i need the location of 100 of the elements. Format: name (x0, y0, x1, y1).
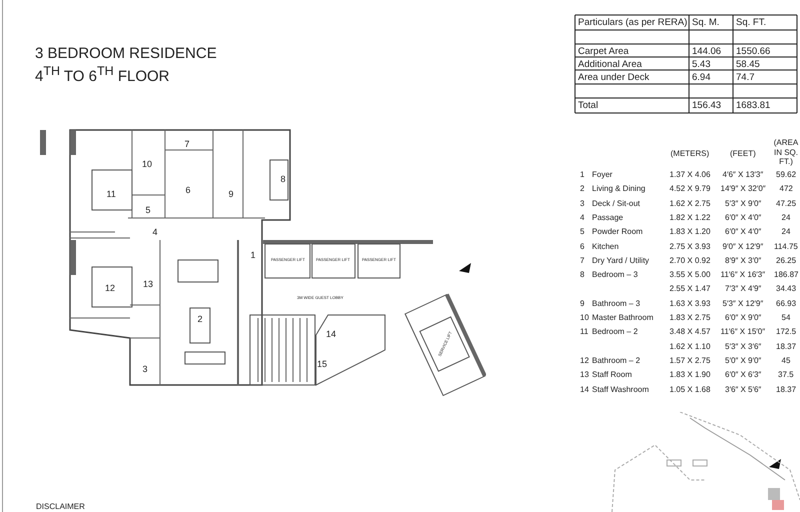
area-value: 5.43 (692, 60, 710, 70)
room-name: Bathroom – 3 (592, 300, 640, 308)
room-number: 2 (198, 315, 203, 324)
area-value: 18.37 (776, 342, 796, 351)
dimension-value: 5′3″ X 9′0″ (725, 200, 762, 208)
room-name: Foyer (592, 171, 612, 179)
dimension-value: 3.55 X 5.00 (670, 271, 710, 280)
room-number: 9 (580, 300, 584, 308)
area-value: 186.87 (774, 271, 798, 280)
area-value: 172.5 (776, 328, 796, 336)
table-header: (METERS) (670, 150, 710, 158)
title: 3 BEDROOM RESIDENCE (35, 46, 217, 61)
room-name: Bedroom – 2 (592, 328, 638, 336)
dimension-value: 2.55 X 1.47 (670, 285, 710, 294)
room-name: Deck / Sit-out (592, 200, 640, 208)
area-value: 1683.81 (736, 101, 770, 110)
area-value: 54 (782, 314, 790, 322)
table-header: Sq. FT. (736, 18, 766, 28)
room-name: Master Bathroom (592, 314, 654, 322)
room-number: 15 (317, 360, 328, 369)
room-name: Kitchen (592, 242, 619, 250)
dimension-value: 1.83 X 1.20 (670, 228, 710, 236)
room-number: 13 (143, 280, 154, 289)
dimension-value: 4′6″ X 13′3″ (722, 171, 764, 179)
room-number: 13 (580, 371, 589, 380)
area-value: 1550.66 (736, 47, 770, 56)
room-number: 5 (580, 228, 584, 236)
area-value: 37.5 (778, 371, 794, 380)
area-value: 156.43 (692, 101, 722, 110)
room-number: 1 (250, 251, 256, 260)
room-number: 10 (142, 160, 152, 169)
room-name: Staff Washroom (592, 386, 649, 394)
table-header: (AREA IN SQ. FT.) (772, 138, 800, 167)
room-number: 14 (326, 330, 336, 339)
particular-name: Carpet Area (578, 47, 629, 56)
dimension-value: 1.83 X 2.75 (670, 314, 710, 322)
dimension-value: 5′3″ X 12′9″ (722, 300, 764, 308)
table-header: Sq. M. (692, 18, 720, 28)
table-header: Particulars (as per RERA) (578, 18, 688, 28)
dimension-value: 11′6″ X 16′3″ (720, 271, 766, 280)
room-number: 10 (580, 314, 589, 322)
area-value: 58.45 (736, 60, 760, 70)
room-number: 5 (146, 206, 151, 215)
room-number: 8 (580, 271, 584, 280)
dimension-value: 8′9″ X 3′0″ (725, 256, 762, 265)
area-value: 45 (782, 356, 790, 365)
dimension-value: 6′0″ X 9′0″ (725, 314, 762, 322)
area-value: 18.37 (776, 386, 796, 394)
area-value: 26.25 (776, 256, 796, 265)
floor-subtitle: 4$^{TH}$ TO 6$^{TH}$ FLOOR (35, 65, 170, 84)
area-value: 74.7 (736, 73, 754, 82)
area-value: 34.43 (776, 285, 796, 294)
dimension-value: 6′0″ X 6′3″ (725, 371, 762, 380)
dimension-value: 14′9″ X 32′0″ (720, 185, 766, 194)
dimension-value: 5′3″ X 3′6″ (725, 342, 762, 351)
dimension-value: 3′6″ X 5′6″ (725, 386, 762, 394)
dimension-value: 1.57 X 2.75 (670, 356, 710, 365)
room-number: 3 (142, 365, 148, 374)
room-number: 12 (105, 284, 116, 293)
room-number: 6 (580, 242, 584, 250)
dimension-value: 1.05 X 1.68 (670, 386, 710, 394)
dimension-value: 2.75 X 3.93 (670, 242, 710, 250)
room-number: 9 (228, 190, 234, 199)
area-value: 114.75 (774, 242, 798, 250)
room-name: Passage (592, 214, 624, 222)
dimension-value: 9′0″ X 12′9″ (722, 242, 764, 250)
area-value: 24 (782, 228, 790, 236)
room-name: Bathroom – 2 (592, 356, 640, 365)
area-value: 472 (780, 185, 793, 194)
dimension-value: 1.37 X 4.06 (670, 171, 710, 179)
dimension-value: 5′0″ X 9′0″ (725, 356, 762, 365)
table-header: (FEET) (730, 150, 756, 158)
disclaimer-heading: DISCLAIMER (36, 503, 85, 511)
room-number: 2 (580, 185, 584, 194)
dimension-value: 2.70 X 0.92 (670, 256, 710, 265)
room-number: 7 (580, 256, 584, 265)
dimension-value: 4.52 X 9.79 (670, 185, 710, 194)
dimension-value: 3.48 X 4.57 (670, 328, 710, 336)
dimension-value: 11′6″ X 15′0″ (720, 328, 766, 336)
dimension-value: 1.63 X 3.93 (670, 300, 710, 308)
dimension-value: 1.82 X 1.22 (670, 214, 710, 222)
room-name: Powder Room (592, 228, 643, 236)
room-number: 14 (580, 386, 589, 394)
room-name: Living & Dining (592, 185, 646, 194)
area-value: 59.62 (776, 171, 796, 179)
dimension-value: 1.83 X 1.90 (670, 371, 710, 380)
area-value: 144.06 (692, 47, 722, 56)
room-number: 6 (186, 186, 191, 195)
area-value: 66.93 (776, 300, 796, 308)
area-value: 24 (782, 214, 790, 222)
room-number: 12 (580, 356, 589, 365)
dimension-value: 1.62 X 2.75 (670, 200, 710, 208)
dimension-value: 7′3″ X 4′9″ (725, 285, 762, 294)
room-number: 3 (580, 200, 584, 208)
dimension-value: 6′0″ X 4′0″ (725, 228, 762, 236)
particular-name: Additional Area (578, 60, 642, 70)
particular-name: Total (578, 101, 598, 110)
room-name: Bedroom – 3 (592, 271, 638, 280)
room-number: 1 (580, 171, 584, 179)
area-value: 47.25 (776, 200, 796, 208)
